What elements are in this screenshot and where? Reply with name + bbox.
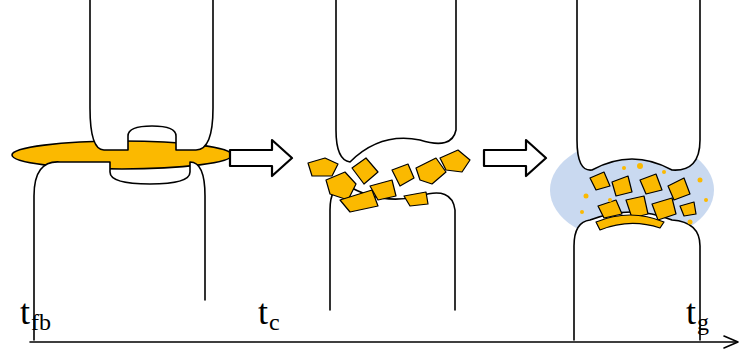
stage-arrow — [484, 140, 546, 176]
time-label: t — [686, 294, 696, 330]
time-subscript: c — [269, 310, 280, 334]
bottom-electrode — [574, 212, 700, 340]
time-axis — [30, 341, 736, 343]
top-electrode — [90, 0, 213, 150]
time-subscript: g — [697, 310, 709, 334]
stage-arrow — [230, 140, 292, 176]
top-electrode — [577, 0, 700, 170]
time-subscript: fb — [31, 310, 51, 334]
time-axis-head — [724, 336, 738, 348]
time-label: t — [258, 294, 268, 330]
gold-fragments — [590, 172, 696, 230]
bottom-electrode — [34, 162, 205, 340]
top-electrode — [336, 0, 456, 162]
gold-particles — [580, 163, 708, 225]
gold-fragments — [308, 150, 470, 212]
bottom-electrode — [330, 184, 455, 310]
time-label: t — [20, 294, 30, 330]
